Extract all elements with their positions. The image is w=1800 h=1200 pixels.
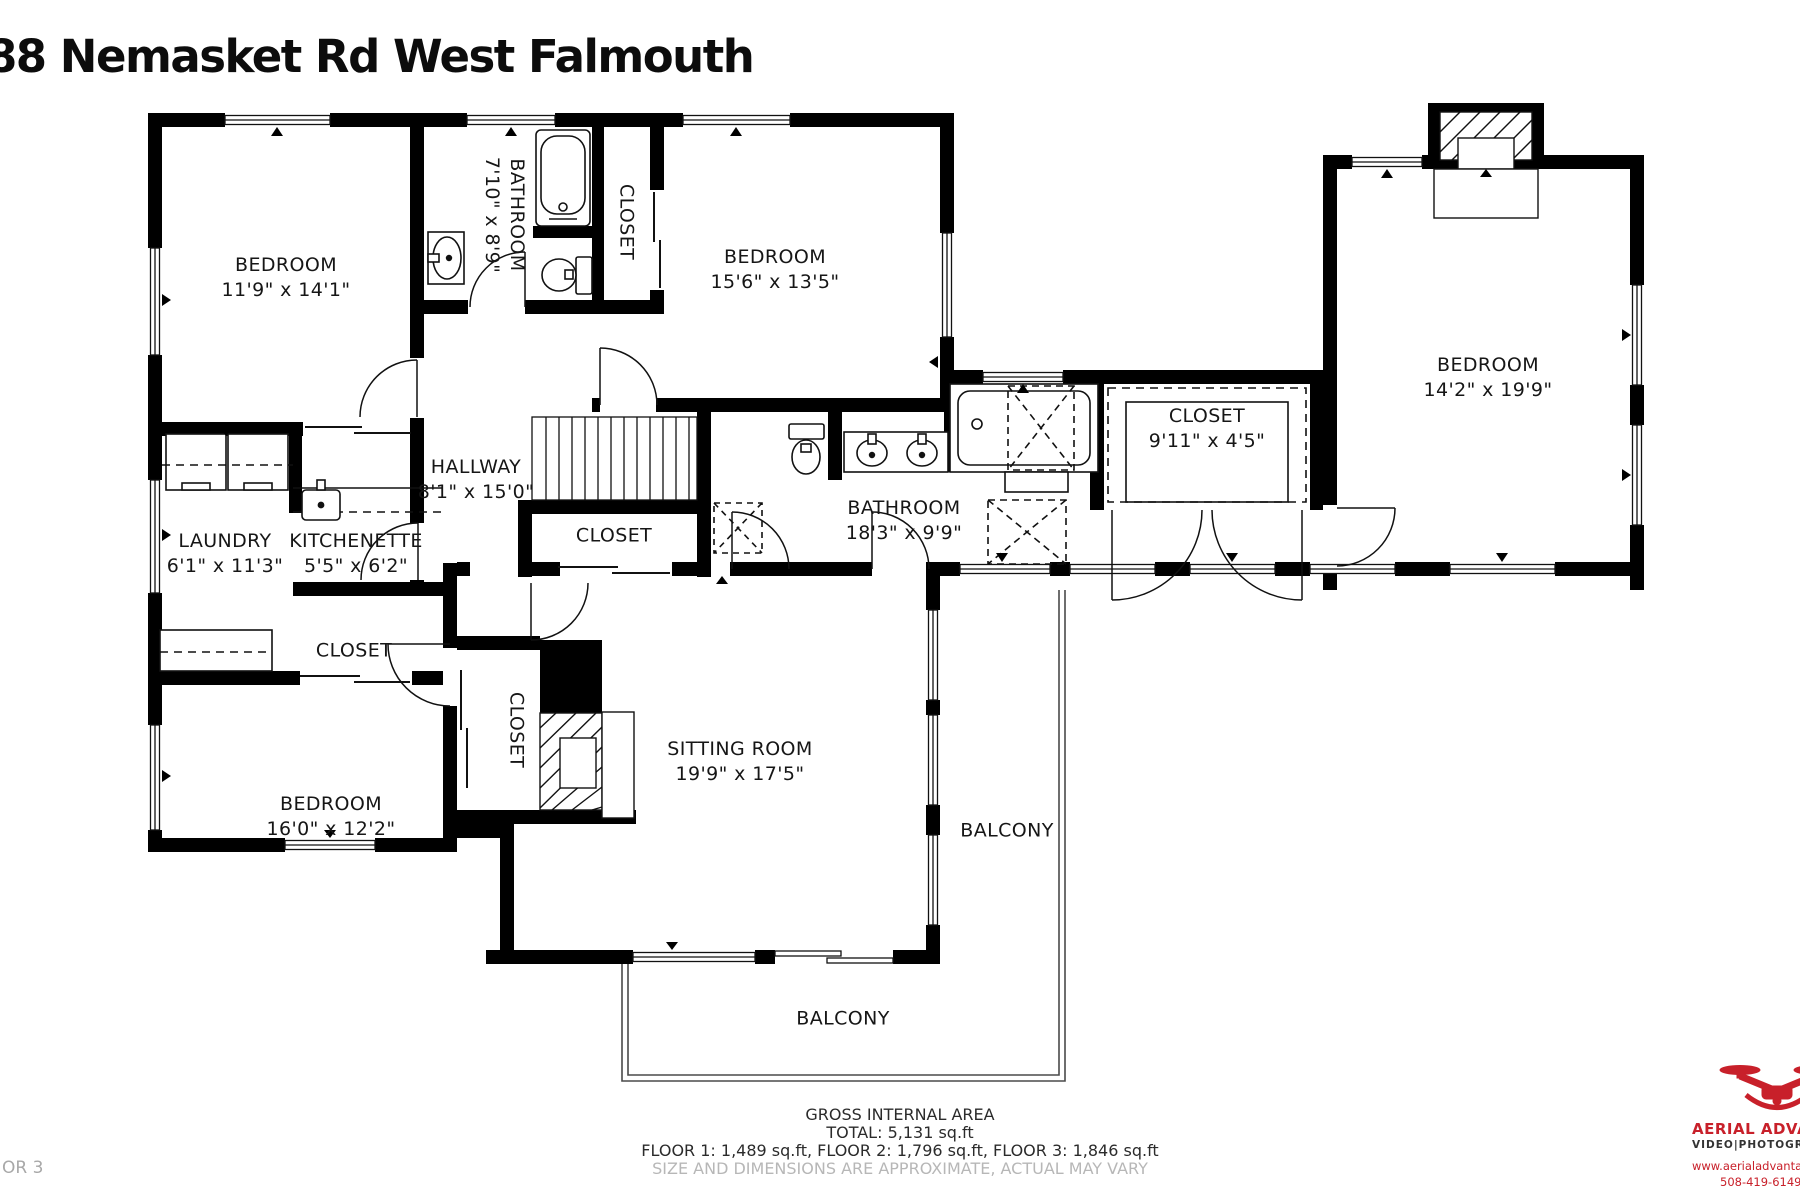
footer-area-summary: GROSS INTERNAL AREA TOTAL: 5,131 sq.ft F… <box>450 1106 1350 1178</box>
room-label-laundry: LAUNDRY 6'1" x 11'3" <box>166 530 284 577</box>
doors <box>359 251 1396 707</box>
brand-name: AERIAL ADVAN <box>1692 1120 1800 1138</box>
chimney <box>1428 103 1544 219</box>
brand-tagline: VIDEO|PHOTOGRA <box>1692 1139 1800 1151</box>
room-label-closet-top: CLOSET <box>615 183 638 261</box>
fixtures <box>159 129 1307 672</box>
toilet-2 <box>788 423 825 475</box>
door-kitchenette <box>360 522 419 581</box>
room-label-bathroom-2: BATHROOM 18'3" x 9'9" <box>845 497 963 544</box>
door-bathroom1 <box>469 251 526 308</box>
gross-internal-area-heading: GROSS INTERNAL AREA <box>805 1105 995 1124</box>
room-label-balcony-right: BALCONY <box>960 819 1054 842</box>
room-label-bedroom-2: BEDROOM 15'6" x 13'5" <box>710 246 840 293</box>
toilet-1 <box>541 256 593 295</box>
closet-master-shelving <box>1107 387 1307 503</box>
room-label-bedroom-4: BEDROOM 16'0" x 12'2" <box>266 793 396 840</box>
laundry-counter <box>159 629 273 672</box>
fireplace <box>539 640 635 819</box>
walls <box>148 113 1644 964</box>
door-closet-master <box>1111 509 1303 601</box>
dimension-markers <box>162 127 1631 950</box>
total-area: TOTAL: 5,131 sq.ft <box>826 1123 974 1142</box>
sink-1 <box>427 231 465 285</box>
room-label-hallway: HALLWAY 8'1" x 15'0" <box>417 456 535 503</box>
vanity-double-sink <box>843 431 949 473</box>
room-label-bedroom-3: BEDROOM 14'2" x 19'9" <box>1423 354 1553 401</box>
disclaimer: SIZE AND DIMENSIONS ARE APPROXIMATE, ACT… <box>652 1159 1148 1178</box>
room-label-bathroom-1: BATHROOM 7'10" x 8'9" <box>481 156 528 274</box>
room-label-bedroom-1: BEDROOM 11'9" x 14'1" <box>221 254 351 301</box>
sliding-glass-door <box>774 950 894 964</box>
floor-areas: FLOOR 1: 1,489 sq.ft, FLOOR 2: 1,796 sq.… <box>641 1141 1159 1160</box>
bathtub-2 <box>949 383 1099 493</box>
washer-dryer <box>165 433 289 491</box>
shower-2 <box>713 502 763 554</box>
plan-title: 88 Nemasket Rd West Falmouth <box>0 30 755 83</box>
door-bedroom3 <box>1336 507 1396 567</box>
staircase <box>531 416 698 501</box>
room-label-closet-master: CLOSET 9'11" x 4'5" <box>1148 405 1266 452</box>
door-bathroom2 <box>731 511 790 570</box>
room-label-closet-hall: CLOSET <box>575 524 653 547</box>
brand-website: www.aerialadvantagecap <box>1692 1159 1800 1173</box>
balcony-outline <box>621 590 1066 1082</box>
room-label-closet-bedroom4: CLOSET <box>315 639 393 662</box>
door-bedroom1 <box>359 359 418 418</box>
sliding-doors <box>300 192 670 788</box>
room-label-sitting-room: SITTING ROOM 19'9" x 17'5" <box>667 738 813 785</box>
windows <box>149 114 1643 964</box>
brand-phone: 508-419-6149 <box>1720 1175 1800 1189</box>
room-label-balcony-bottom: BALCONY <box>796 1007 890 1030</box>
floor-page-label: OR 3 <box>2 1158 44 1178</box>
room-label-closet-sitting: CLOSET <box>505 691 528 769</box>
drone-logo-icon <box>1719 1065 1800 1110</box>
door-bedroom4 <box>387 643 451 707</box>
door-sitting-room <box>530 582 589 641</box>
branding-block: AERIAL ADVAN VIDEO|PHOTOGRA www.aerialad… <box>1692 1062 1800 1189</box>
door-balcony <box>871 511 930 570</box>
bathtub-1 <box>535 129 591 227</box>
door-bedroom2 <box>599 347 658 406</box>
kitchenette-sink <box>293 479 443 521</box>
room-label-kitchenette: KITCHENETTE 5'5" x 6'2" <box>289 530 423 577</box>
